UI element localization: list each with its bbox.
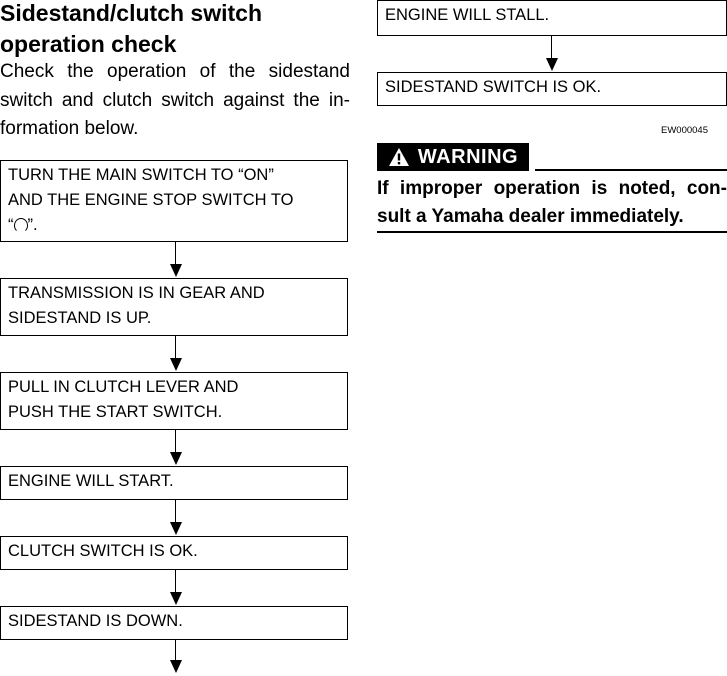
flow-step-line: ENGINE WILL START. [8,472,174,490]
flow-step-line: TRANSMISSION IS IN GEAR AND [8,284,265,302]
flow-step-line: ENGINE WILL STALL. [385,6,550,24]
flow-connector [175,640,176,662]
warning-text: If improper operation is noted, con-sult… [377,178,727,227]
warning-code: EW000045 [661,125,709,136]
flow-connector [175,430,176,454]
warning-top-rule [535,169,727,171]
warning-label-text: WARNING [417,145,519,168]
flow-step-engine-start: ENGINE WILL START. [0,466,348,500]
flow-step-transmission: TRANSMISSION IS IN GEAR AND SIDESTAND IS… [0,278,348,336]
flow-step-clutch-start: PULL IN CLUTCH LEVER AND PUSH THE START … [0,372,348,430]
arrow-down-icon [170,660,182,673]
flow-step-sidestand-ok: SIDESTAND SWITCH IS OK. [377,72,727,106]
warning-label: WARNING [377,143,529,171]
arrow-down-icon [170,592,182,605]
flow-step-line: SIDESTAND IS DOWN. [8,612,183,630]
flow-connector [175,336,176,360]
flow-step-line: CLUTCH SWITCH IS OK. [8,542,198,560]
flow-connector [551,36,552,60]
warning-triangle-icon [388,148,409,166]
flow-step-line: “ ”. [8,213,347,238]
flow-step-clutch-ok: CLUTCH SWITCH IS OK. [0,536,348,570]
arrow-down-icon [170,452,182,465]
intro-paragraph: Check the operation of the sidestand swi… [0,61,350,139]
close-quote: ”. [27,216,38,234]
open-quote: “ [8,216,14,234]
engine-run-symbol-icon [13,218,28,233]
arrow-down-icon [170,264,182,277]
arrow-down-icon [170,358,182,371]
flow-step-sidestand-down: SIDESTAND IS DOWN. [0,606,348,640]
flow-connector [175,570,176,594]
section-heading: Sidestand/clutch switch operation check [0,0,262,57]
flow-step-line: AND THE ENGINE STOP SWITCH TO [8,191,294,209]
flow-step-line: PULL IN CLUTCH LEVER AND [8,378,239,396]
arrow-down-icon [546,58,558,71]
flow-connector [175,242,176,266]
arrow-down-icon [170,522,182,535]
flow-step-line: TURN THE MAIN SWITCH TO “ON” [8,166,274,184]
flow-step-turn-on: TURN THE MAIN SWITCH TO “ON” AND THE ENG… [0,160,348,242]
flow-step-line: PUSH THE START SWITCH. [8,403,223,421]
flow-step-line: SIDESTAND SWITCH IS OK. [385,78,602,96]
flow-step-engine-stall: ENGINE WILL STALL. [377,0,727,36]
flow-step-line: SIDESTAND IS UP. [8,309,152,327]
flow-connector [175,500,176,524]
warning-bottom-rule [377,231,727,233]
